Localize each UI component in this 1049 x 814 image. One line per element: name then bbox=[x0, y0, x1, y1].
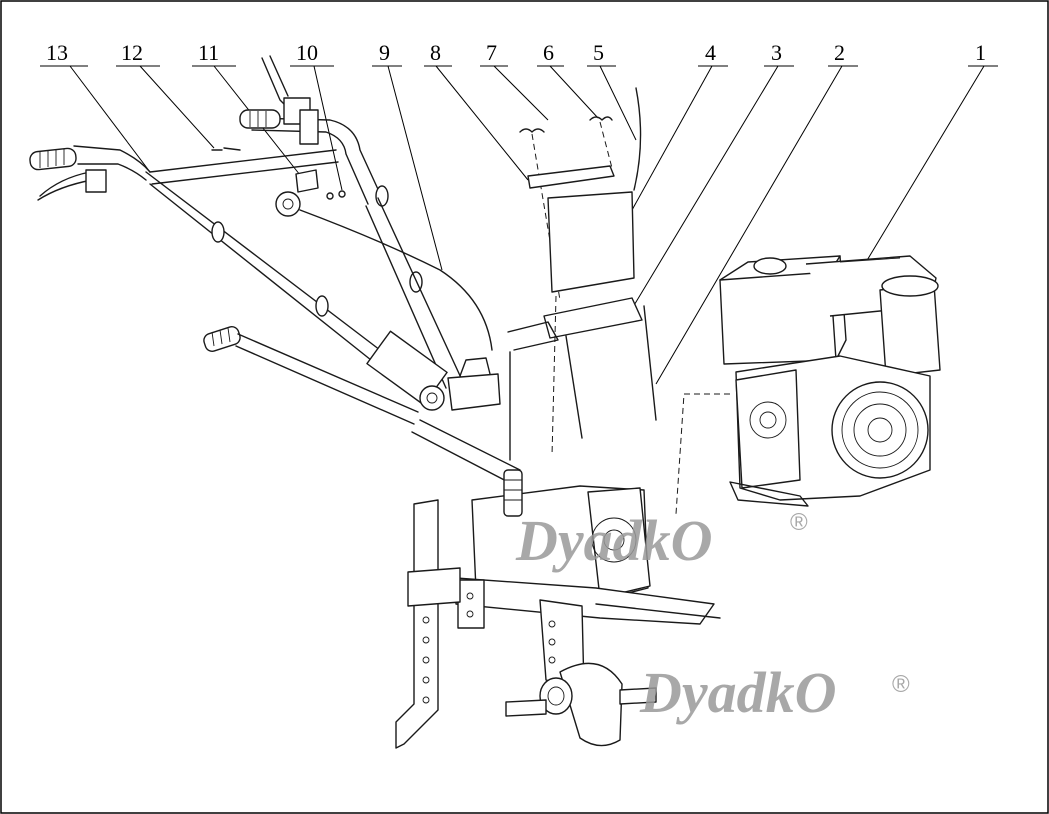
watermark-text: DyadkO bbox=[639, 660, 837, 725]
callout-label: 4 bbox=[705, 40, 716, 65]
callout-3: 3 bbox=[629, 40, 794, 313]
callout-label: 8 bbox=[430, 40, 441, 65]
handlebar-assembly bbox=[29, 55, 521, 485]
callout-label: 10 bbox=[296, 40, 318, 65]
callout-6: 6 bbox=[537, 40, 599, 119]
callout-7: 7 bbox=[480, 40, 549, 121]
callout-10: 10 bbox=[290, 40, 343, 191]
callout-8: 8 bbox=[424, 40, 529, 181]
callout-12: 12 bbox=[116, 40, 215, 149]
engine-assembly bbox=[675, 255, 941, 515]
callout-5: 5 bbox=[587, 40, 637, 141]
watermark-lower: DyadkO ® bbox=[639, 660, 910, 725]
callout-label: 3 bbox=[771, 40, 782, 65]
callout-label: 1 bbox=[975, 40, 986, 65]
callout-1: 1 bbox=[859, 40, 998, 273]
callout-9: 9 bbox=[372, 40, 443, 271]
callout-2: 2 bbox=[655, 40, 858, 385]
watermark-registered-mark: ® bbox=[790, 509, 808, 536]
watermark-registered-mark: ® bbox=[892, 671, 910, 698]
callout-label: 2 bbox=[834, 40, 845, 65]
callout-label: 9 bbox=[379, 40, 390, 65]
watermark-upper: DyadkO ® bbox=[515, 508, 808, 573]
shift-lever bbox=[203, 325, 419, 425]
callout-13: 13 bbox=[40, 40, 151, 173]
callout-label: 12 bbox=[121, 40, 143, 65]
watermark-text: DyadkO bbox=[515, 508, 713, 573]
callout-4: 4 bbox=[621, 40, 728, 229]
tiller-blade bbox=[395, 499, 461, 749]
callout-label: 11 bbox=[198, 40, 219, 65]
callout-label: 7 bbox=[486, 40, 497, 65]
callout-label: 5 bbox=[593, 40, 604, 65]
bolts bbox=[211, 147, 346, 200]
callout-label: 13 bbox=[46, 40, 68, 65]
gearbox-assembly bbox=[455, 469, 721, 747]
cover-parts bbox=[507, 87, 657, 461]
callout-label: 6 bbox=[543, 40, 554, 65]
